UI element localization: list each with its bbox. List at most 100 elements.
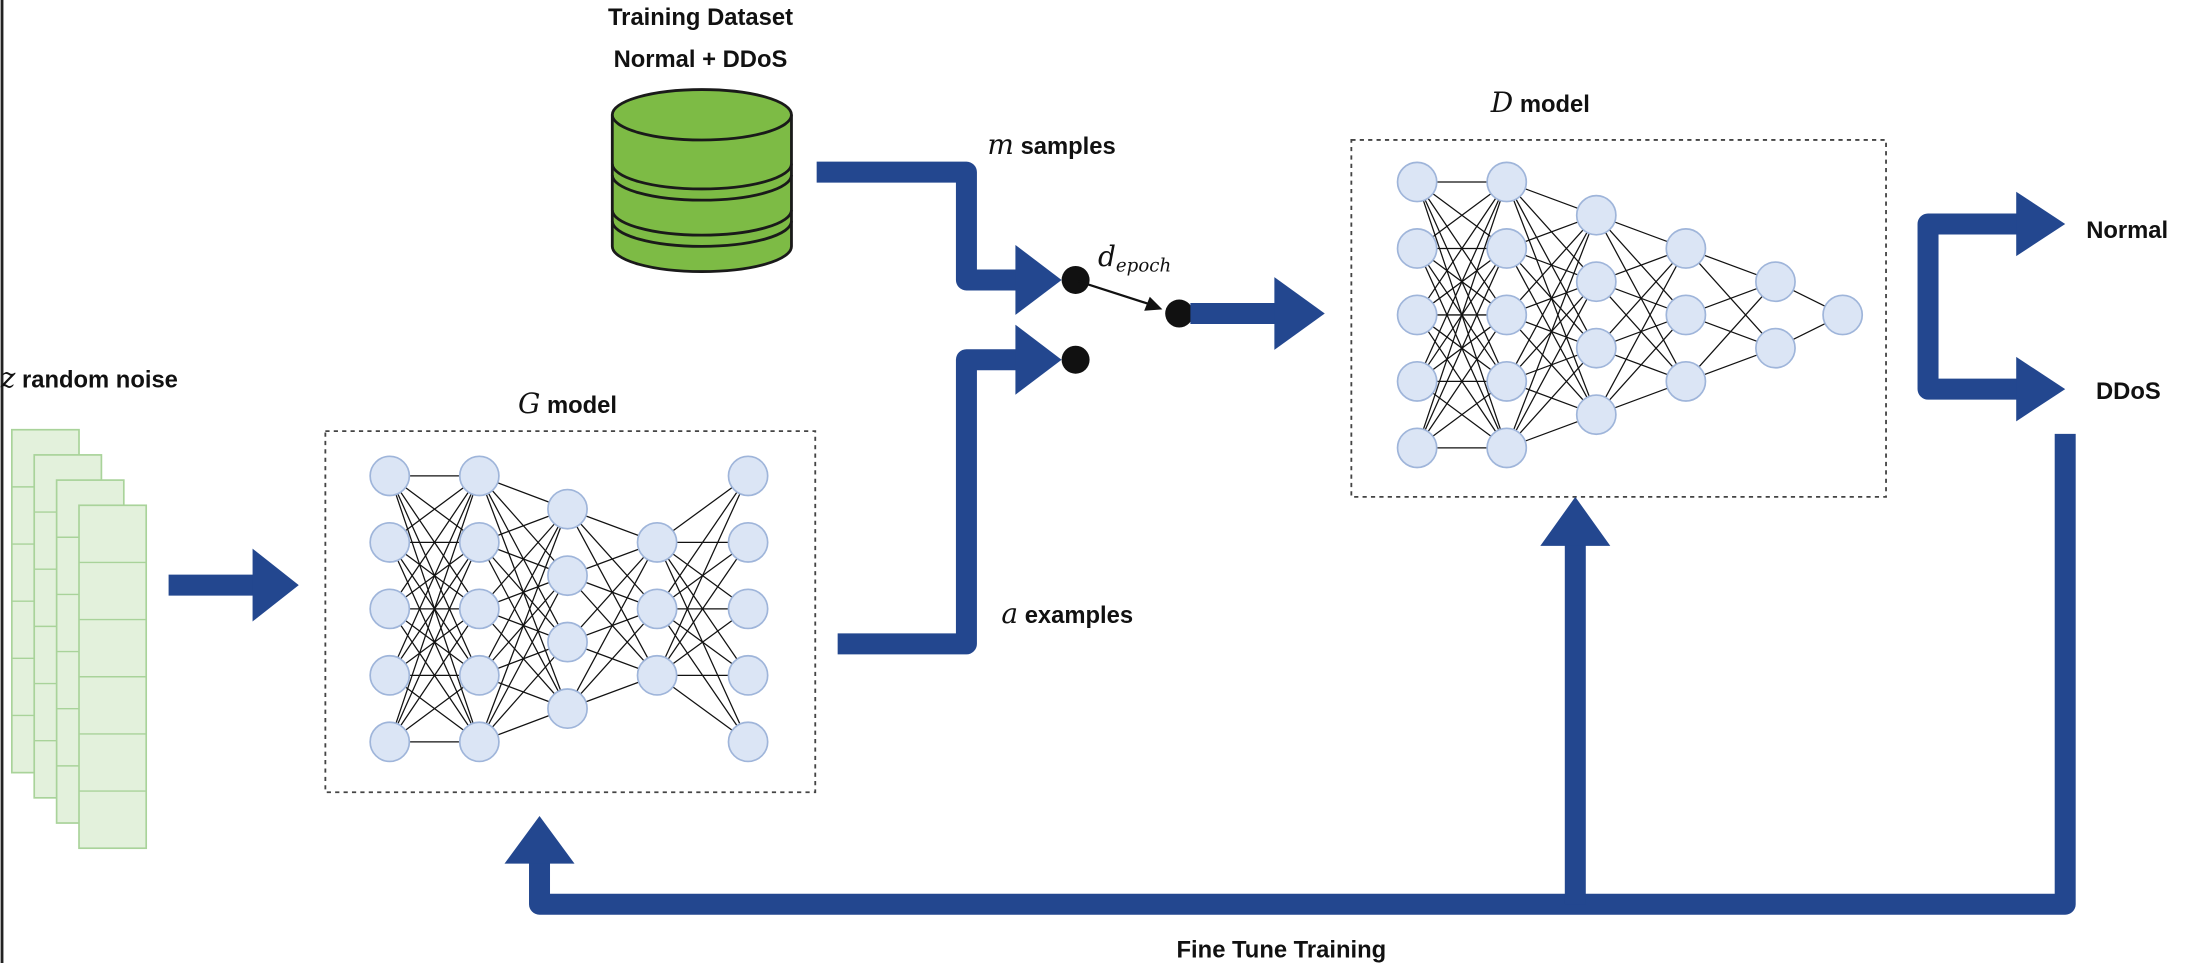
network-edge [478,641,568,743]
neuron-node [1665,228,1707,269]
normal-arrowhead [2016,191,2066,257]
samples-arrowhead [1015,244,1062,315]
neuron-node [458,654,500,696]
network-edge [566,542,658,709]
neuron-node [1575,261,1617,303]
examples-arrowhead [1015,324,1062,395]
neuron-node [458,521,500,563]
d-model-title: D model [1490,86,1590,119]
a-examples-label: a examples [1001,597,1133,630]
network-edge [656,542,749,676]
neuron-node [1575,394,1617,436]
dataset-subtitle: Normal + DDoS [614,46,788,73]
neuron-node [1486,427,1528,469]
noise-stack [10,428,148,850]
samples-arrow [816,161,1020,291]
switch-output [1165,299,1194,328]
feedback-to-d-arrowhead [1540,496,1611,546]
neuron-node [369,654,411,696]
database-icon [610,88,793,273]
neuron-node [1396,161,1438,203]
neuron-node [1396,427,1438,469]
network-edge [656,475,749,610]
network-edge [1416,248,1508,449]
neuron-node [727,721,769,763]
neuron-node [458,721,500,763]
m-samples-label: m samples [987,128,1115,161]
neuron-node [547,621,588,663]
network-edge [1416,181,1508,382]
network-edge [389,475,480,743]
neuron-node [1575,327,1617,369]
examples-arrow [837,349,1020,655]
switch-input-real [1061,265,1090,294]
network-edge [389,475,480,610]
output-normal-label: Normal [2086,217,2168,244]
g-model-title: G model [518,387,617,420]
network-edge [478,508,569,676]
output-bracket-arrow [1917,213,2024,400]
d-model-box [1350,139,1887,498]
network-edge [389,475,480,676]
neuron-node [1486,161,1528,203]
network-edge [389,542,480,743]
ddos-arrowhead [2016,356,2066,422]
neuron-node [1486,228,1528,269]
network-edge [389,608,480,743]
neuron-node [369,521,411,563]
d-epoch-label: depoch [1098,240,1171,277]
neuron-node [1486,360,1528,402]
network-edge [1595,248,1687,349]
neuron-node [369,588,411,630]
network-edge [1416,181,1508,449]
network-edge [478,508,569,743]
neuron-node [1486,294,1528,336]
network-edge [1416,181,1508,316]
network-edge [1506,214,1597,316]
neuron-node [1396,360,1438,402]
noise-to-g-arrowhead [252,548,299,622]
switch-input-fake [1061,345,1090,374]
network-edge [1506,281,1597,449]
neuron-node [636,654,678,696]
neuron-node [636,521,678,563]
neuron-node [636,588,678,630]
fine-tune-label: Fine Tune Training [1177,936,1387,963]
neuron-node [727,455,769,497]
noise-label: z random noise [0,362,178,395]
neuron-node [1665,294,1707,336]
neuron-node [369,455,411,497]
network-edge [567,541,658,643]
network-edge [656,475,749,676]
neuron-node [547,488,588,530]
neuron-node [1665,360,1707,402]
network-edge [478,508,568,610]
network-edge [478,575,569,743]
switch-arrowhead [1144,296,1163,311]
neuron-node [458,455,500,497]
neuron-node [1575,194,1617,236]
network-edge [1506,214,1597,382]
g-model-network [369,455,769,763]
neuron-node [547,555,588,597]
neuron-node [1396,228,1438,269]
neuron-node [727,654,769,696]
d-model-network [1396,161,1864,469]
neuron-node [1822,294,1864,336]
switch-lever [1078,280,1158,308]
neuron-node [458,588,500,630]
network-edge [567,608,658,710]
network-edge [1595,248,1687,415]
network-edge [1595,314,1687,416]
neuron-node [727,588,769,630]
network-edge [1506,347,1597,449]
feedback-to-g-arrowhead [504,816,575,864]
neuron-node [727,521,769,563]
neuron-node [1396,294,1438,336]
neuron-node [369,721,411,763]
network-edge [1506,214,1597,449]
neuron-node [547,688,588,730]
network-edge [1416,314,1508,449]
neuron-node [1755,261,1796,303]
